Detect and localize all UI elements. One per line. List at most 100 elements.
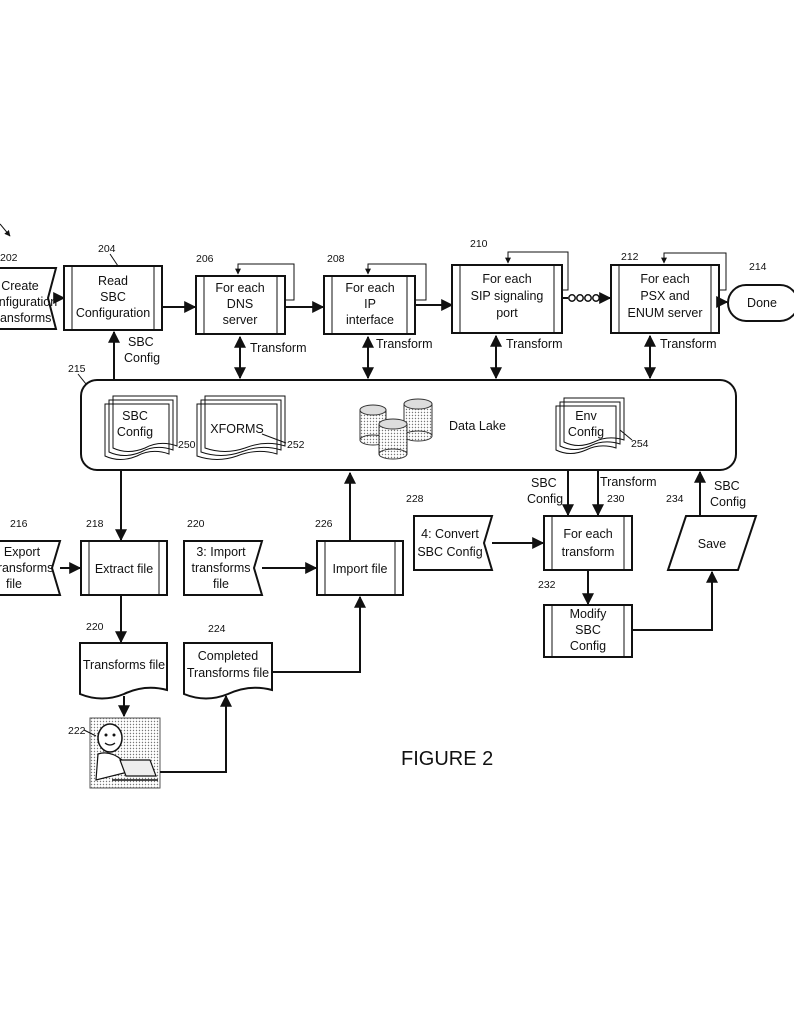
node-208-line3: interface [346,313,394,327]
node-230-line1: For each [563,527,612,541]
node-222-user-editing: 222 [68,717,161,789]
person-at-laptop-icon [95,723,158,781]
node-220b-ref: 220 [86,621,104,633]
label-sbc-config-230-1: SBC [531,476,557,490]
node-216-ref: 216 [10,518,28,530]
data-lake-sbc-config-doc: SBC Config 250 [104,395,196,460]
node-230-line2: transform [562,545,615,559]
label-transform-210: Transform [506,337,563,351]
node-228-convert-sbc-config: 4: Convert SBC Config 228 [406,493,494,571]
node-212-line2: PSX and [640,289,689,303]
label-sbc-config-234-1: SBC [714,479,740,493]
node-210-line3: port [496,306,518,320]
node-218-ref: 218 [86,518,104,530]
node-220a-line1: 3: Import [196,545,246,559]
node-216-line2: Transforms [0,561,53,575]
data-lake-ref: 215 [68,363,86,375]
label-transform-208: Transform [376,337,433,351]
node-218-extract-file: Extract file 218 [80,518,168,596]
loop-210 [505,251,569,291]
label-transform-230: Transform [600,475,657,489]
node-224-completed-transforms-file: Completed Transforms file 224 [183,623,273,700]
node-206-line2: DNS [227,297,253,311]
node-220a-line2: transforms [191,561,250,575]
data-lake-title: Data Lake [449,419,506,433]
sbc-doc-line2: Config [117,425,153,439]
node-212-ref: 212 [621,251,639,263]
node-212-line1: For each [640,272,689,286]
node-226-import-file: Import file 226 [315,518,404,596]
node-232-ref: 232 [538,579,556,591]
label-transform-206: Transform [250,341,307,355]
edge-232-234 [632,570,718,631]
env-doc-line2: Config [568,425,604,439]
node-214-label: Done [747,296,777,310]
edge-224-226 [272,595,366,673]
node-206-for-each-dns: For each DNS server 206 [195,253,286,335]
label-transform-212: Transform [660,337,717,351]
node-230-ref: 230 [607,493,625,505]
node-206-line3: server [223,313,258,327]
node-206-ref: 206 [196,253,214,265]
node-204-line2: SBC [100,290,126,304]
node-208-line2: IP [364,297,376,311]
node-210-for-each-sip: For each SIP signaling port 210 [451,238,563,334]
node-232-line2: SBC [575,623,601,637]
data-lake: 215 SBC Config 250 XFORMS 252 [68,363,737,471]
node-214-ref: 214 [749,261,767,273]
env-doc-ref: 254 [631,438,649,450]
loop-206 [235,263,295,301]
sbc-doc-ref: 250 [178,439,196,451]
node-220-transforms-file: Transforms file 220 [79,621,168,700]
label-sbc-config-204-2: Config [124,351,160,365]
node-210-line2: SIP signaling [471,289,544,303]
node-208-for-each-ip: For each IP interface 208 [323,253,416,335]
node-224-line1: Completed [198,649,258,663]
loop-208 [365,263,427,301]
node-204-line1: Read [98,274,128,288]
label-sbc-config-204-1: SBC [128,335,154,349]
node-230-for-each-transform: For each transform 230 [543,493,633,571]
node-204-ref: 204 [98,243,116,255]
node-228-ref: 228 [406,493,424,505]
node-220a-ref: 220 [187,518,205,530]
node-228-line1: 4: Convert [421,527,479,541]
node-214-done: Done 214 [727,261,794,322]
node-224-line2: Transforms file [187,666,269,680]
node-204-line3: Configuration [76,306,150,320]
loop-212 [661,252,727,291]
node-222-ref: 222 [68,725,86,737]
node-232-line1: Modify [570,607,608,621]
xforms-doc-label: XFORMS [210,422,263,436]
node-206-line1: For each [215,281,264,295]
node-228-line2: SBC Config [417,545,482,559]
ellipsis-connector [562,292,612,304]
node-226-label: Import file [333,562,388,576]
data-lake-xforms-doc: XFORMS 252 [196,395,305,460]
node-220a-line3: file [213,577,229,591]
label-sbc-config-230-2: Config [527,492,563,506]
label-sbc-config-234-2: Config [710,495,746,509]
node-202-line2: Configuration [0,295,57,309]
node-202-ref: 202 [0,252,18,264]
node-218-label: Extract file [95,562,153,576]
sbc-doc-line1: SBC [122,409,148,423]
node-226-ref: 226 [315,518,333,530]
node-216-export-transforms: Export Transforms file 216 [0,518,62,596]
node-208-line1: For each [345,281,394,295]
node-234-save: Save 234 [666,493,758,571]
node-220-import-transforms: 3: Import transforms file 220 [183,518,264,596]
data-lake-env-config-doc: Env Config 254 [555,397,649,454]
node-216-line3: file [6,577,22,591]
env-doc-line1: Env [575,409,597,423]
node-202-create-config-transforms: Create Configuration Transforms 202 [0,252,58,330]
node-204-read-sbc-config: Read SBC Configuration 204 [63,243,163,331]
node-212-line3: ENUM server [627,306,702,320]
node-208-ref: 208 [327,253,345,265]
node-220b-label: Transforms file [83,658,165,672]
figure-label: FIGURE 2 [401,748,493,770]
node-224-ref: 224 [208,623,226,635]
node-210-line1: For each [482,272,531,286]
node-232-line3: Config [570,639,606,653]
